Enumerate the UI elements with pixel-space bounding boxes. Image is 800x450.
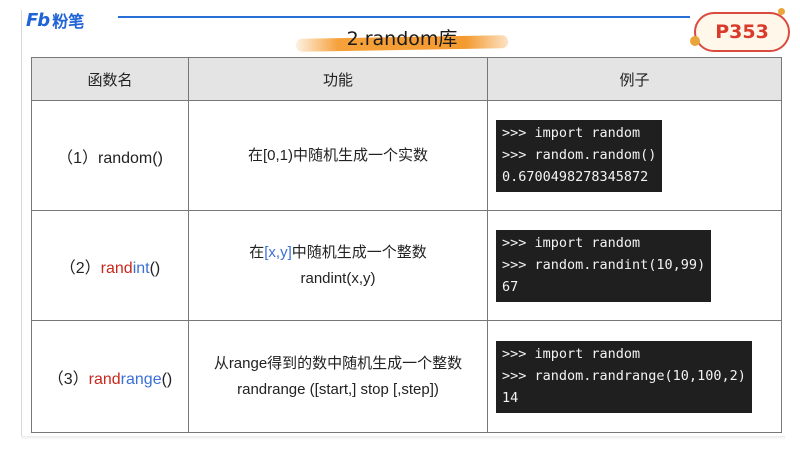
brand-logo: Fb 粉笔 (26, 8, 84, 32)
function-desc-cell: 从range得到的数中随机生成一个整数 randrange ([start,] … (188, 320, 488, 433)
code-block: >>> import random >>> random.randint(10,… (496, 229, 712, 302)
func-part-plain: () (161, 370, 173, 388)
desc-signature: randrange ([start,] stop [,step]) (237, 380, 439, 398)
row-index: （2） (59, 259, 101, 277)
desc-line: 在[x,y]中随机生成一个整数 (189, 240, 487, 266)
func-part-plain: () (149, 259, 161, 277)
function-table: 函数名 功能 例子 （1）random() 在[0,1)中随机生成一个实数 >>… (31, 57, 782, 433)
desc-range: [x,y] (264, 243, 292, 261)
row-index: （3） (47, 370, 89, 388)
function-desc-cell: 在[0,1)中随机生成一个实数 (188, 100, 488, 211)
func-part-plain: random() (98, 149, 163, 167)
logo-mark: Fb (26, 9, 50, 31)
function-name-cell: （2）randint() (31, 210, 189, 321)
desc-signature: randint(x,y) (300, 269, 376, 287)
desc-text: 从range得到的数中随机生成一个整数 (213, 354, 463, 372)
table-row: （2）randint() 在[x,y]中随机生成一个整数 randint(x,y… (31, 210, 782, 321)
page-number: P353 (715, 21, 769, 43)
function-name: （1）random() (57, 150, 163, 167)
header-rule (118, 16, 690, 18)
func-part-red: rand (88, 370, 121, 388)
function-name-cell: （1）random() (31, 100, 189, 211)
desc-line: 从range得到的数中随机生成一个整数 (189, 351, 487, 377)
code-line: >>> random.random() (502, 146, 657, 163)
code-output: 0.6700498278345872 (502, 168, 649, 185)
header-function-name: 函数名 (31, 57, 189, 101)
header-example: 例子 (487, 57, 782, 101)
row-index: （1） (57, 149, 98, 167)
func-part-red: rand (100, 259, 133, 277)
function-name: （3）randrange() (48, 371, 173, 388)
code-line: >>> import random (502, 345, 641, 362)
code-line: >>> random.randrange(10,100,2) (502, 367, 746, 384)
table-row: （1）random() 在[0,1)中随机生成一个实数 >>> import r… (31, 100, 782, 211)
function-name-cell: （3）randrange() (31, 320, 189, 433)
example-cell: >>> import random >>> random.randrange(1… (487, 320, 782, 433)
table-row: （3）randrange() 从range得到的数中随机生成一个整数 randr… (31, 320, 782, 433)
page-badge: P353 (690, 8, 790, 52)
title-text: 2.random库 (346, 28, 458, 50)
slide-title: 2.random库 (295, 24, 509, 54)
desc-text: 在[0,1)中随机生成一个实数 (247, 146, 429, 164)
slide-shadow (21, 436, 785, 440)
example-cell: >>> import random >>> random.random() 0.… (487, 100, 782, 211)
logo-text: 粉笔 (52, 12, 85, 31)
function-desc-cell: 在[x,y]中随机生成一个整数 randint(x,y) (188, 210, 488, 321)
code-line: >>> import random (502, 124, 641, 141)
code-block: >>> import random >>> random.random() 0.… (496, 119, 663, 192)
desc-line: 在[0,1)中随机生成一个实数 (189, 143, 487, 169)
code-line: >>> random.randint(10,99) (502, 256, 706, 273)
header-function-desc: 功能 (188, 57, 488, 101)
code-output: 14 (502, 389, 519, 406)
badge-dot-icon (778, 8, 785, 15)
table-header-row: 函数名 功能 例子 (31, 57, 782, 101)
desc-text: 在 (249, 243, 265, 261)
desc-text: 中随机生成一个整数 (291, 243, 427, 261)
function-name: （2）randint() (60, 260, 161, 277)
badge-dot-icon (690, 36, 700, 46)
func-part-blue: range (120, 370, 162, 388)
func-part-blue: int (132, 259, 150, 277)
code-output: 67 (502, 278, 519, 295)
code-line: >>> import random (502, 234, 641, 251)
example-cell: >>> import random >>> random.randint(10,… (487, 210, 782, 321)
code-block: >>> import random >>> random.randrange(1… (496, 340, 752, 413)
